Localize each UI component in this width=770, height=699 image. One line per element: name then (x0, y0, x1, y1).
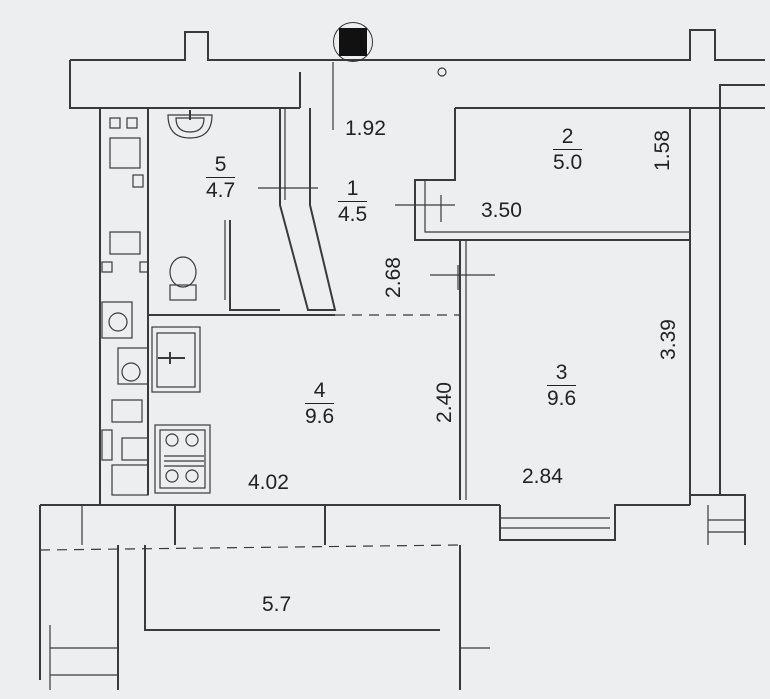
room-area: 9.6 (305, 405, 335, 428)
room-5-label: 5 4.7 (206, 154, 236, 202)
room-number: 5 (206, 154, 236, 178)
dim-room3-depth: 3.39 (656, 319, 680, 360)
room-3-label: 3 9.6 (547, 362, 577, 410)
sink-icon (167, 110, 213, 139)
interior-walls (148, 72, 690, 500)
room-area: 5.0 (553, 151, 583, 174)
dim-room2-depth: 1.58 (650, 130, 674, 171)
dim-corridor-width: 1.92 (345, 117, 386, 140)
dim-corridor-length: 2.68 (381, 257, 405, 298)
room-number: 3 (547, 362, 577, 386)
room-number: 1 (338, 178, 368, 202)
balcony-area (39, 505, 745, 690)
vent-marker (333, 22, 373, 62)
dim-room3-width: 2.84 (522, 465, 563, 488)
dimension-ticks (258, 62, 495, 290)
toilet-icon (169, 256, 197, 301)
kitchen-sink-icon (151, 326, 201, 393)
room-number: 2 (553, 126, 583, 150)
dim-kitchen-depth: 2.40 (432, 382, 456, 423)
balcony-area-label: 5.7 (262, 593, 292, 616)
room-number: 4 (305, 380, 335, 404)
stove-icon (154, 424, 211, 494)
room-4-label: 4 9.6 (305, 380, 335, 428)
room-2-label: 2 5.0 (553, 126, 583, 174)
room-area: 9.6 (547, 387, 577, 410)
shaft-boxes (101, 117, 149, 496)
dim-room2-width: 3.50 (481, 199, 522, 222)
room-area: 4.7 (206, 179, 236, 202)
room-1-label: 1 4.5 (338, 178, 368, 226)
dim-kitchen-width: 4.02 (248, 471, 289, 494)
room-area: 4.5 (338, 203, 368, 226)
